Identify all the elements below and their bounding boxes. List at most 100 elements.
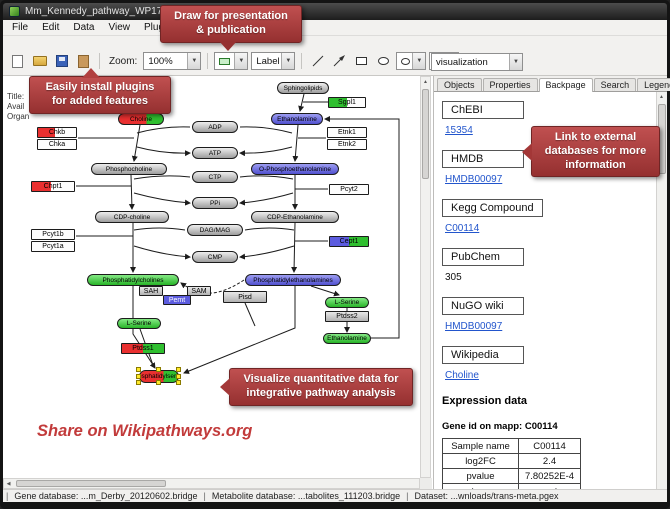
- pathway-node-etnk1[interactable]: Etnk1: [327, 127, 367, 138]
- section-header: ChEBI: [442, 101, 524, 119]
- canvas-horizontal-scrollbar[interactable]: ◀: [3, 478, 420, 489]
- paste-button[interactable]: [74, 52, 93, 71]
- chevron-down-icon[interactable]: ▼: [281, 53, 295, 69]
- status-segment: Gene database: ...m_Derby_20120602.bridg…: [14, 491, 198, 501]
- table-cell: 2.4: [518, 453, 581, 469]
- pathway-node-pcyt2[interactable]: Pcyt2: [329, 184, 369, 195]
- scroll-thumb[interactable]: [422, 89, 429, 179]
- pathway-node-ptdss1[interactable]: Ptdss1: [121, 343, 165, 354]
- external-link[interactable]: HMDB00097: [445, 321, 503, 332]
- save-button[interactable]: [52, 52, 71, 71]
- pathway-node-phosphatidylcholines[interactable]: Phosphatidylcholines: [87, 274, 179, 286]
- menu-view[interactable]: View: [108, 22, 130, 33]
- external-link[interactable]: C00114: [445, 223, 480, 234]
- external-link[interactable]: Choline: [445, 370, 479, 381]
- external-link[interactable]: HMDB00097: [445, 174, 503, 185]
- pathway-node-atp[interactable]: ATP: [192, 147, 238, 159]
- selection-handle[interactable]: [136, 373, 141, 379]
- title-bar[interactable]: Mm_Kennedy_pathway_WP1771_45176.gpml: [3, 3, 667, 20]
- pathway-node-cmp[interactable]: CMP: [192, 251, 238, 263]
- pathway-node-adp[interactable]: ADP: [192, 121, 238, 133]
- label-tool-combobox[interactable]: Label ▼: [251, 52, 296, 70]
- selection-handle[interactable]: [136, 367, 141, 372]
- pathway-node-phosphocholine[interactable]: Phosphocholine: [91, 163, 167, 175]
- tab-legend[interactable]: Legend: [637, 78, 670, 91]
- pathway-node-sah[interactable]: SAH: [139, 286, 163, 296]
- selection-handle[interactable]: [176, 367, 181, 372]
- selection-handle[interactable]: [176, 380, 181, 385]
- pathway-node-pcyt1a[interactable]: Pcyt1a: [31, 241, 75, 252]
- zoom-combobox[interactable]: 100% ▼: [143, 52, 202, 70]
- line-tool-button[interactable]: [308, 52, 327, 71]
- pathway-node-cdp-ethanolamine[interactable]: CDP-Ethanolamine: [251, 211, 339, 223]
- tab-backpage[interactable]: Backpage: [538, 78, 593, 92]
- scroll-left-icon[interactable]: ◀: [6, 480, 11, 487]
- shape-icon: [401, 57, 411, 65]
- callout-install-plugins: Easily install plugins for added feature…: [29, 68, 171, 114]
- tab-objects[interactable]: Objects: [437, 78, 482, 91]
- pathway-node-pcyt1b[interactable]: Pcyt1b: [31, 229, 75, 240]
- pathway-node-pisd[interactable]: Pisd: [223, 291, 267, 303]
- datanode-combobox[interactable]: ▼: [214, 52, 249, 70]
- canvas-vertical-scrollbar[interactable]: ▲: [420, 76, 431, 478]
- chevron-down-icon[interactable]: ▼: [234, 53, 248, 69]
- pathway-node-cept1[interactable]: Cept1: [329, 236, 369, 247]
- pathway-node-sam[interactable]: SAM: [187, 286, 211, 296]
- pathway-node-o-phosphoethanolamine[interactable]: O-Phosphoethanolamine: [251, 163, 339, 175]
- pathway-node-ptdss2[interactable]: Ptdss2: [325, 311, 369, 322]
- pathway-node-pemt[interactable]: Pemt: [163, 295, 191, 305]
- zoom-value: 100%: [148, 55, 173, 67]
- pathway-node-ethanolamine[interactable]: Ethanolamine: [271, 113, 323, 125]
- pathway-node-l-serine[interactable]: L-Serine: [325, 297, 369, 308]
- selection-handle[interactable]: [176, 373, 181, 379]
- visualization-combobox[interactable]: visualization ▼: [431, 53, 523, 71]
- save-disk-icon: [55, 55, 68, 67]
- new-file-button[interactable]: [8, 52, 27, 71]
- chevron-down-icon[interactable]: ▼: [187, 53, 201, 69]
- pathway-node-chka[interactable]: Chka: [37, 139, 77, 150]
- menu-file[interactable]: File: [12, 22, 29, 33]
- pathway-node-cdp-choline[interactable]: CDP-choline: [95, 211, 169, 223]
- visualization-value: visualization: [436, 56, 488, 68]
- scroll-thumb[interactable]: [16, 480, 166, 487]
- open-file-button[interactable]: [30, 52, 49, 71]
- arrow-tool-button[interactable]: [330, 52, 349, 71]
- share-text: Share on Wikipathways.org: [37, 422, 253, 440]
- pathway-node-sphingolipids[interactable]: Sphingolipids: [277, 82, 329, 94]
- pathway-node-choline[interactable]: Choline: [118, 113, 164, 125]
- pathway-node-chpt1[interactable]: Chpt1: [31, 181, 75, 192]
- ellipse-tool-button[interactable]: [374, 52, 393, 71]
- section-header: HMDB: [442, 150, 524, 168]
- pathway-node-dag-mag[interactable]: DAG/MAG: [187, 224, 243, 236]
- tab-properties[interactable]: Properties: [482, 78, 538, 91]
- pathway-node-ppi[interactable]: PPi: [192, 197, 238, 209]
- selection-handle[interactable]: [156, 367, 161, 372]
- scroll-up-icon[interactable]: ▲: [659, 93, 664, 100]
- section-value: 305: [445, 272, 462, 283]
- pathway-node-ctp[interactable]: CTP: [192, 171, 238, 183]
- section-header: Kegg Compound: [442, 199, 543, 217]
- status-segment: Metabolite database: ...tabolites_111203…: [211, 491, 401, 501]
- chevron-down-icon[interactable]: ▼: [412, 53, 426, 69]
- label-tool-value: Label: [256, 55, 280, 67]
- selection-handle[interactable]: [136, 380, 141, 385]
- chevron-down-icon[interactable]: ▼: [509, 54, 522, 70]
- pathway-node-phosphatidylethanolamines[interactable]: Phosphatidylethanolamines: [245, 274, 341, 286]
- rectangle-tool-button[interactable]: [352, 52, 371, 71]
- pathway-node-chkb[interactable]: Chkb: [37, 127, 77, 138]
- pathway-node-etnk2[interactable]: Etnk2: [327, 139, 367, 150]
- shape-combobox[interactable]: ▼: [396, 52, 427, 70]
- pathway-node-l-serine[interactable]: L-Serine: [117, 318, 161, 329]
- selection-handle[interactable]: [156, 380, 161, 385]
- tab-search[interactable]: Search: [593, 78, 637, 91]
- new-document-icon: [12, 54, 23, 68]
- external-link[interactable]: 15354: [445, 125, 473, 136]
- scroll-up-icon[interactable]: ▲: [423, 78, 428, 85]
- menu-data[interactable]: Data: [73, 22, 95, 33]
- menu-edit[interactable]: Edit: [42, 22, 60, 33]
- pathway-node-sgpl1[interactable]: Sgpl1: [328, 97, 366, 108]
- pathway-node-ethanolamine[interactable]: Ethanolamine: [323, 333, 371, 344]
